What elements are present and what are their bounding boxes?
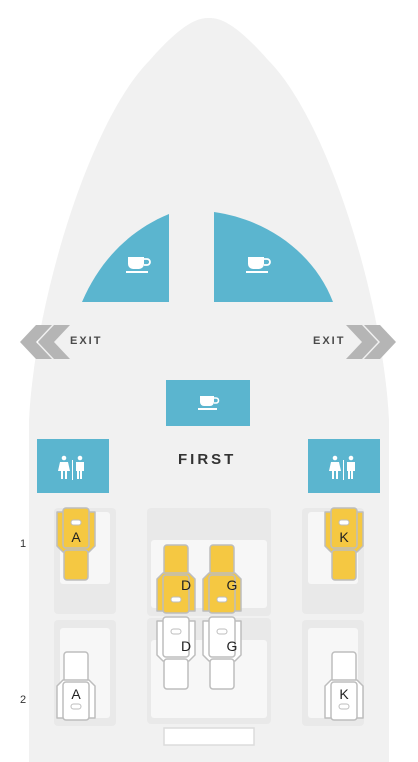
row-number: 1 xyxy=(20,538,27,550)
seat-2a xyxy=(56,651,96,721)
seat-letter: G xyxy=(226,638,238,654)
seat-letter: A xyxy=(71,686,81,702)
seat-2g xyxy=(202,616,242,690)
lavatory-right xyxy=(308,439,380,493)
seat-1g[interactable] xyxy=(202,544,242,614)
coffee-cup-icon xyxy=(198,396,220,410)
exit-left-arrow xyxy=(20,325,70,359)
seat-letter: G xyxy=(226,577,238,593)
seat-layer xyxy=(56,507,364,721)
exit-right-arrow xyxy=(346,325,396,359)
seat-1k[interactable] xyxy=(324,507,364,581)
exit-left-label: EXIT xyxy=(70,335,103,347)
galley-center xyxy=(166,380,250,426)
galley-left xyxy=(82,214,169,302)
exit-right-label: EXIT xyxy=(313,335,346,347)
bulkhead xyxy=(163,727,255,746)
seat-2d xyxy=(156,616,196,690)
seat-letter: D xyxy=(180,577,192,593)
galley-right xyxy=(214,212,333,302)
seat-1d[interactable] xyxy=(156,544,196,614)
cabin-class-label: FIRST xyxy=(178,451,237,468)
row-number: 2 xyxy=(20,694,27,706)
restroom-icon xyxy=(58,455,84,480)
lavatory-left xyxy=(37,439,109,493)
seat-2k xyxy=(324,651,364,721)
seat-letter: K xyxy=(339,686,349,702)
seat-letter: A xyxy=(71,529,81,545)
coffee-cup-icon xyxy=(126,257,151,273)
restroom-icon xyxy=(329,455,355,480)
seat-1a[interactable] xyxy=(56,507,96,581)
seat-letter: D xyxy=(180,638,192,654)
seat-letter: K xyxy=(339,529,349,545)
coffee-cup-icon xyxy=(246,257,271,273)
